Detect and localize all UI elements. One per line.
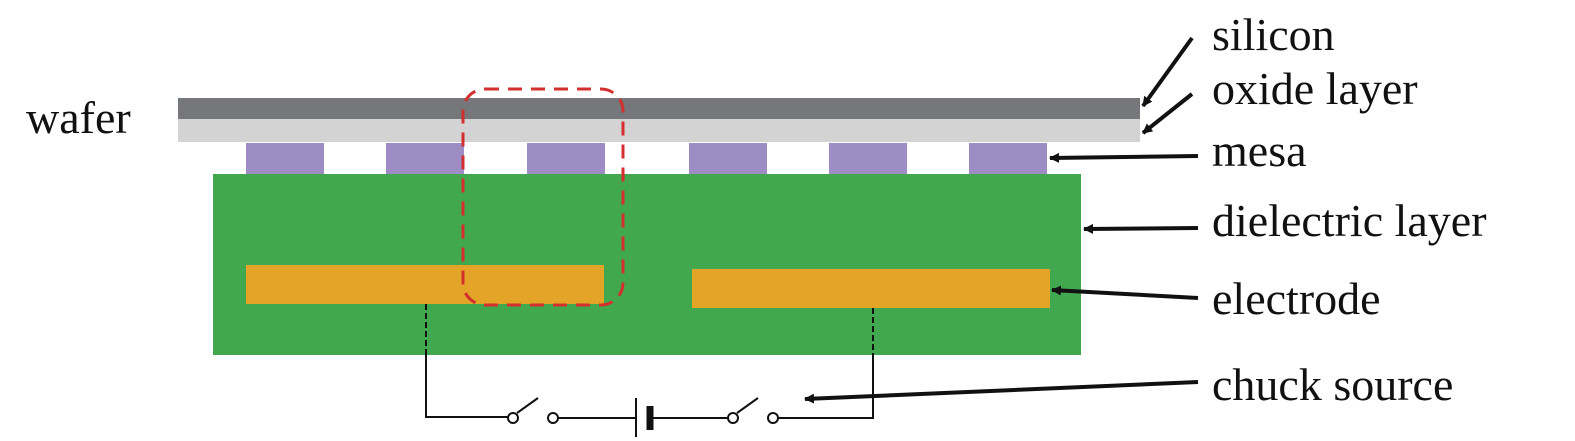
mesa bbox=[829, 143, 907, 174]
silicon-layer bbox=[178, 98, 1140, 119]
arrow-oxide bbox=[1141, 92, 1194, 135]
electrode-right bbox=[692, 269, 1050, 308]
chuck-source-circuit bbox=[425, 355, 874, 437]
arrow-dielectric bbox=[1083, 223, 1199, 234]
mesa bbox=[969, 143, 1047, 174]
chuck-source-label: chuck source bbox=[1212, 359, 1454, 410]
arrow-electrode bbox=[1051, 285, 1199, 300]
electrode-left bbox=[246, 265, 604, 304]
oxide-layer-label: oxide layer bbox=[1212, 63, 1418, 114]
mesa bbox=[386, 143, 464, 174]
electrode-label: electrode bbox=[1212, 273, 1381, 324]
dielectric-layer bbox=[213, 174, 1081, 355]
silicon-label: silicon bbox=[1212, 9, 1335, 60]
arrow-chuck-source bbox=[804, 380, 1199, 404]
highlight-region bbox=[461, 87, 625, 307]
mesa bbox=[689, 143, 767, 174]
pointer-arrows bbox=[804, 36, 1199, 404]
mesa-group bbox=[246, 143, 1047, 174]
mesa bbox=[246, 143, 324, 174]
mesa bbox=[527, 143, 605, 174]
oxide-layer bbox=[178, 119, 1140, 142]
mesa-label: mesa bbox=[1212, 125, 1307, 176]
arrow-silicon bbox=[1141, 36, 1194, 108]
dielectric-layer-label: dielectric layer bbox=[1212, 195, 1487, 246]
arrow-mesa bbox=[1049, 152, 1199, 163]
wafer-label: wafer bbox=[26, 92, 131, 143]
